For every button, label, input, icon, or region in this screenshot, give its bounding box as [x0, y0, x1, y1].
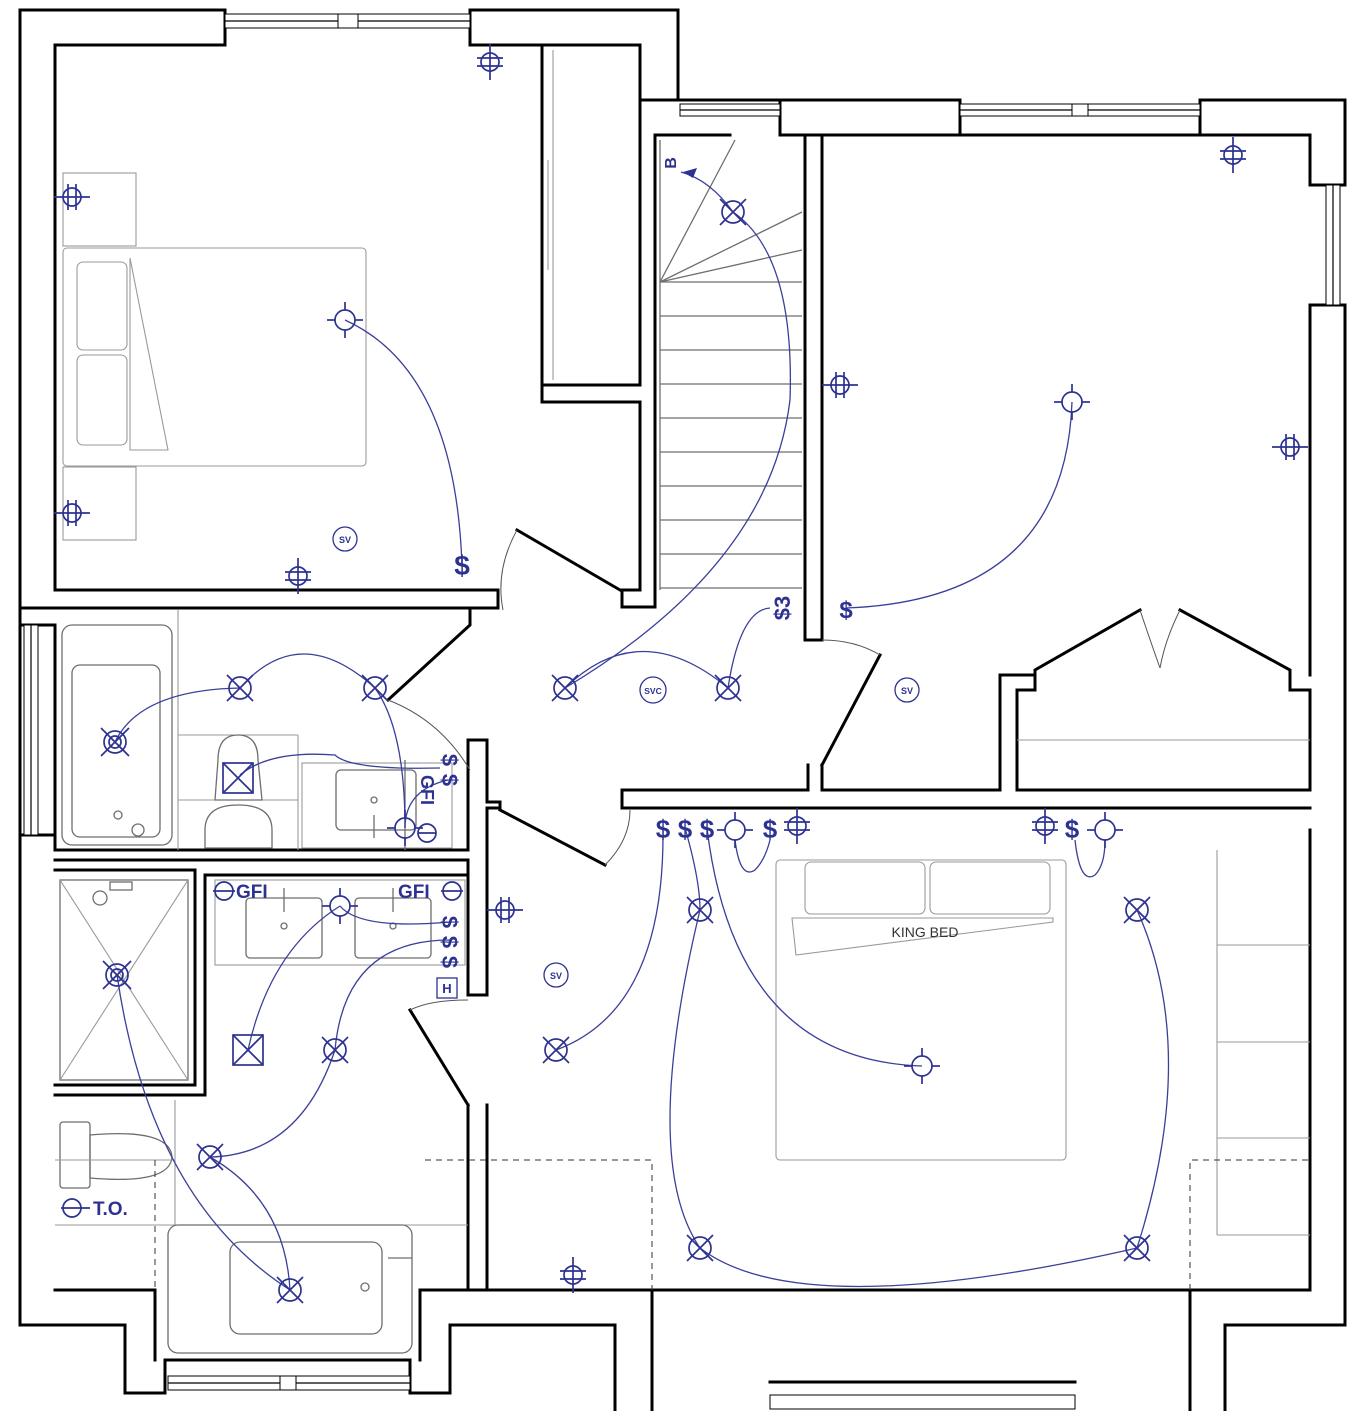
electrical-symbols: SV SV SV SVC $ $ $3 $ $ $ $ $ $ $ [53, 43, 1309, 1304]
heater-icon: H [436, 977, 458, 999]
gfi-receptacle-icon: GFI [213, 881, 268, 903]
towel-outlet-icon: T.O. [61, 1198, 128, 1220]
pot-light-icon [719, 198, 747, 226]
receptacle-icon [1031, 807, 1059, 845]
gfi-receptacle-icon: GFI [417, 775, 437, 843]
svg-text:GFI: GFI [236, 882, 268, 903]
receptacle-icon [559, 1256, 587, 1294]
exterior-walls [18, 8, 1347, 1411]
svc-detector-icon: SVC [639, 676, 667, 704]
three-way-switch-symbol: $3 [770, 596, 795, 620]
wiring [114, 171, 1170, 1291]
svg-text:GFI: GFI [398, 882, 430, 903]
receptacle-icon [53, 183, 91, 211]
svg-text:SV: SV [339, 535, 351, 545]
receptacle-icon [476, 43, 504, 81]
switch-symbol: $ [763, 814, 778, 844]
pot-light-icon [361, 674, 389, 702]
receptacle-icon [486, 896, 524, 924]
pot-light-icon [321, 1036, 349, 1064]
exhaust-fan-icon [232, 1034, 264, 1066]
switch-symbol: $ [454, 550, 470, 581]
svg-text:SV: SV [550, 971, 562, 981]
svg-text:SVC: SVC [644, 686, 661, 696]
pot-light-icon [542, 1036, 570, 1064]
switch-symbol: $ [437, 754, 462, 766]
switch-symbol: $ [700, 814, 715, 844]
stair-direction-arrow: B [663, 157, 697, 178]
pot-light-icon [714, 674, 742, 702]
ceiling-light-icon [716, 811, 754, 849]
pot-light-icon [551, 674, 579, 702]
switch-symbol: $ [437, 774, 462, 786]
switch-symbol: $ [656, 814, 671, 844]
receptacle-icon [1219, 136, 1247, 174]
switch-symbol: $ [839, 597, 853, 624]
pot-light-icon [686, 1234, 714, 1262]
sv-detector-icon: SV [894, 677, 920, 703]
interior-walls [18, 43, 1312, 1292]
svg-text:T.O.: T.O. [93, 1199, 128, 1220]
wet-pot-light-icon [100, 727, 130, 757]
sv-detector-icon: SV [332, 526, 358, 552]
svg-text:SV: SV [901, 686, 913, 696]
receptacle-icon [783, 807, 811, 845]
receptacle-icon [1271, 433, 1309, 461]
pot-light-icon [276, 1276, 304, 1304]
switch-symbol: $ [678, 814, 693, 844]
exhaust-fan-icon [222, 762, 254, 794]
switch-symbol: $ [437, 916, 462, 928]
gfi-receptacle-icon: GFI [398, 881, 463, 903]
svg-text:H: H [442, 981, 451, 996]
furniture: KING BED [55, 50, 1310, 1354]
windows [23, 13, 1341, 1410]
ceiling-light-icon [1086, 811, 1124, 849]
switch-symbol: $ [437, 936, 462, 948]
stairs [659, 139, 803, 590]
svg-text:B: B [663, 157, 680, 169]
receptacle-icon [53, 499, 91, 527]
switch-symbol: $ [1065, 814, 1080, 844]
pot-light-icon [1123, 896, 1151, 924]
svg-text:GFI: GFI [417, 775, 437, 805]
sv-detector-icon: SV [543, 962, 569, 988]
switch-symbol: $ [437, 956, 462, 968]
king-bed-label: KING BED [892, 924, 959, 940]
pot-light-icon [1123, 1234, 1151, 1262]
receptacle-icon [821, 371, 859, 399]
